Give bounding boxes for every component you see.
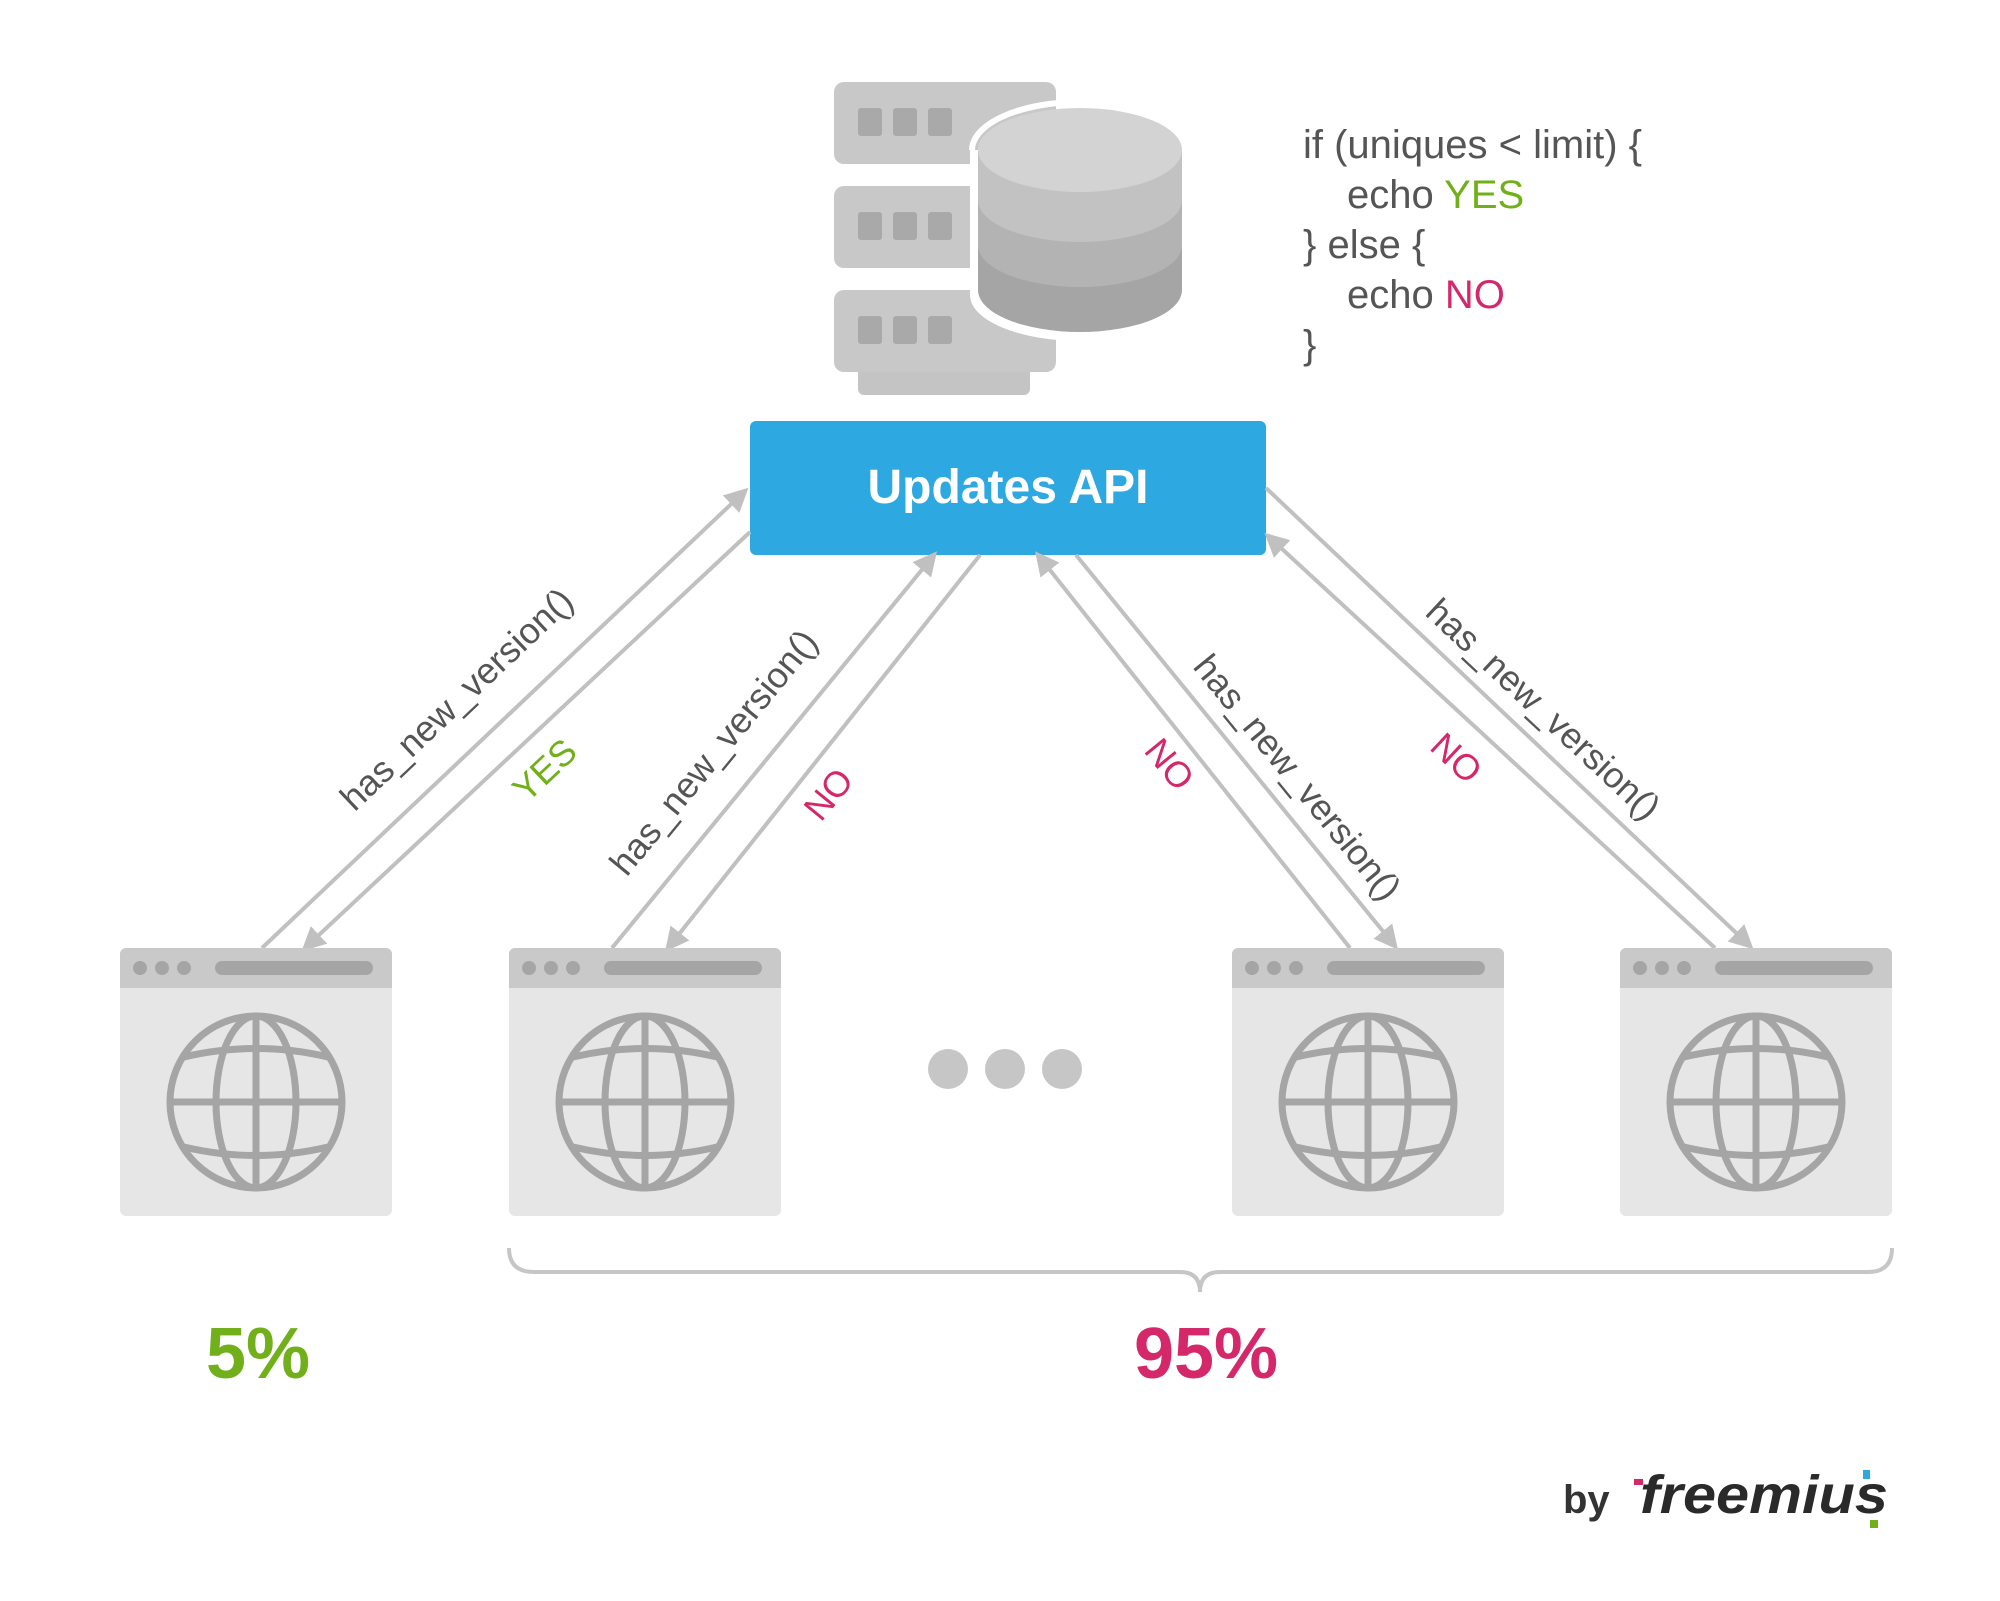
brand-by: by: [1563, 1478, 1610, 1522]
code-line-1: if (uniques < limit) {: [1303, 123, 1642, 167]
brand-logo-text: freemius: [1640, 1465, 1888, 1525]
response-label-4: NO: [1423, 724, 1490, 791]
website-window-3: [1232, 948, 1504, 1216]
arrow-site1-response: [301, 530, 752, 952]
yes-percentage: 5%: [206, 1314, 310, 1394]
no-percentage: 95%: [1134, 1314, 1278, 1394]
arrow-site3-request: [1035, 551, 1352, 950]
website-window-4: [1620, 948, 1892, 1216]
server-database-icon: [834, 82, 1191, 395]
updates-api-label: Updates API: [868, 461, 1149, 514]
arrow-site4-response: [1264, 486, 1754, 950]
ellipsis-icon: [928, 1049, 1082, 1089]
arrow-site4-request: [1264, 532, 1717, 950]
code-line-5: }: [1303, 323, 1316, 367]
arrows: [260, 486, 1754, 952]
website-window-2: [509, 948, 781, 1216]
call-label-3: has_new_version(): [1186, 646, 1410, 908]
code-snippet: if (uniques < limit) { echo YES } else {…: [1303, 123, 1642, 367]
response-label-2: NO: [795, 760, 861, 828]
arrow-site2-request: [610, 551, 938, 950]
freemius-logo: freemius: [1634, 1465, 1888, 1528]
globe-icon: [1278, 1012, 1458, 1192]
arrow-site2-response: [665, 553, 982, 952]
globe-icon: [166, 1012, 346, 1192]
arrow-site3-response: [1074, 553, 1399, 950]
response-label-3: NO: [1137, 730, 1203, 798]
response-label-1: YES: [504, 730, 585, 809]
code-line-2: echo YES: [1347, 173, 1524, 217]
freemius-brand: by freemius: [1563, 1465, 1888, 1528]
arrow-site1-request: [260, 487, 749, 950]
globe-icon: [1666, 1012, 1846, 1192]
call-label-2: has_new_version(): [601, 621, 825, 882]
updates-api-box: Updates API: [750, 421, 1266, 555]
globe-icon: [555, 1012, 735, 1192]
code-line-3: } else {: [1303, 223, 1425, 267]
code-line-4: echo NO: [1347, 273, 1505, 317]
website-window-1: [120, 948, 392, 1216]
group-brace: [507, 1247, 1894, 1293]
